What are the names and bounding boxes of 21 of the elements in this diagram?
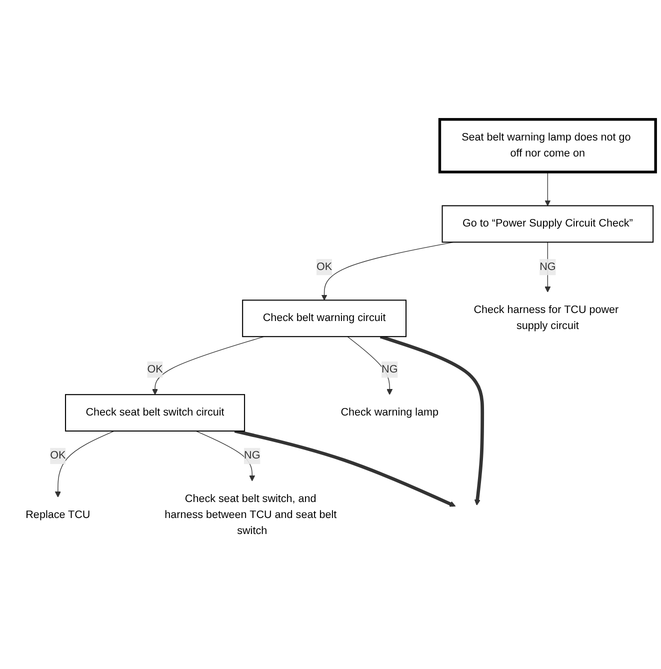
arrow [196, 430, 256, 482]
arrow [347, 336, 393, 395]
edge-label: OK [316, 260, 332, 272]
edge-label: NG [540, 260, 556, 272]
node-text: Check seat belt switch, and harness between TCU and seat belt switch [164, 493, 337, 537]
edge-label: NG [244, 450, 260, 462]
arrow [54, 430, 114, 498]
edge-label: OK [50, 450, 66, 462]
node-text: Replace TCU [26, 509, 90, 521]
node-box: Check seat belt switch circuit [65, 394, 246, 432]
arrow [544, 242, 551, 292]
arrow [544, 172, 551, 206]
arrow [234, 429, 456, 507]
node-box: Go to “Power Supply Circuit Check” [442, 205, 654, 243]
node-text: Check harness for TCU power supply circuit [474, 304, 619, 332]
node-box: Seat belt warning lamp does not go off nor come on [438, 118, 657, 174]
edge-label: NG [382, 363, 398, 375]
arrow [380, 334, 484, 506]
node-text: Check warning lamp [340, 406, 439, 418]
node-box: Check belt warning circuit [242, 300, 407, 338]
edge-label: OK [147, 363, 163, 375]
